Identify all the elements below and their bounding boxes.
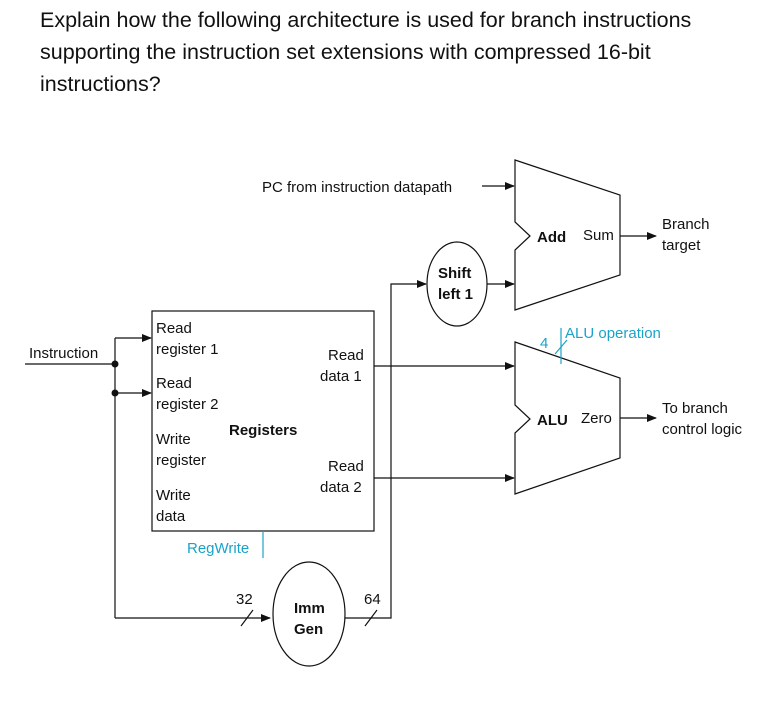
write-register-label-line1: Write [156, 431, 191, 448]
write-register-label-line2: register [156, 452, 206, 469]
imm-gen-unit [272, 561, 346, 667]
write-data-label-line2: data [156, 508, 186, 525]
alu-label: ALU [537, 412, 568, 429]
zero-label: Zero [581, 410, 612, 427]
read-data1-label-line1: Read [328, 347, 364, 364]
alu-operation-label: ALU operation [565, 325, 661, 342]
registers-label: Registers [229, 422, 297, 439]
register-file [151, 310, 375, 532]
imm-label-line2: Gen [294, 621, 323, 638]
read-data2-label-line2: data 2 [320, 479, 362, 496]
branch-target-label-line1: Branch [662, 216, 710, 233]
imm-label-line1: Imm [294, 600, 325, 617]
read-register2-label-line1: Read [156, 375, 192, 392]
sum-label: Sum [583, 227, 614, 244]
bus-width-slash [554, 339, 568, 355]
pc-from-datapath-label: PC from instruction datapath [262, 179, 452, 196]
width-32-label: 32 [236, 591, 253, 608]
to-branch-label-line2: control logic [662, 421, 743, 438]
alu-unit [514, 341, 621, 495]
branch-target-label-line2: target [662, 237, 701, 254]
shift-left-unit [426, 241, 488, 327]
add-label: Add [537, 229, 566, 246]
question-text: Explain how the following architecture i… [40, 8, 692, 96]
alu-op-width-label: 4 [540, 335, 548, 352]
junction-dot [111, 360, 119, 368]
read-data2-label-line1: Read [328, 458, 364, 475]
write-data-label-line1: Write [156, 487, 191, 504]
imm-to-shift-wire [345, 280, 427, 619]
regwrite-label: RegWrite [187, 540, 249, 557]
width-64-label: 64 [364, 591, 381, 608]
read-register1-label-line1: Read [156, 320, 192, 337]
shift-label-line2: left 1 [438, 286, 473, 303]
read-data1-label-line2: data 1 [320, 368, 362, 385]
read-register2-label-line2: register 2 [156, 396, 219, 413]
bus-width-slash [364, 609, 378, 627]
read-register1-label-line2: register 1 [156, 341, 219, 358]
shift-label-line1: Shift [438, 265, 471, 282]
to-branch-label-line1: To branch [662, 400, 728, 417]
add-unit [514, 159, 621, 311]
instruction-label: Instruction [29, 345, 98, 362]
bus-width-slash [240, 609, 254, 627]
